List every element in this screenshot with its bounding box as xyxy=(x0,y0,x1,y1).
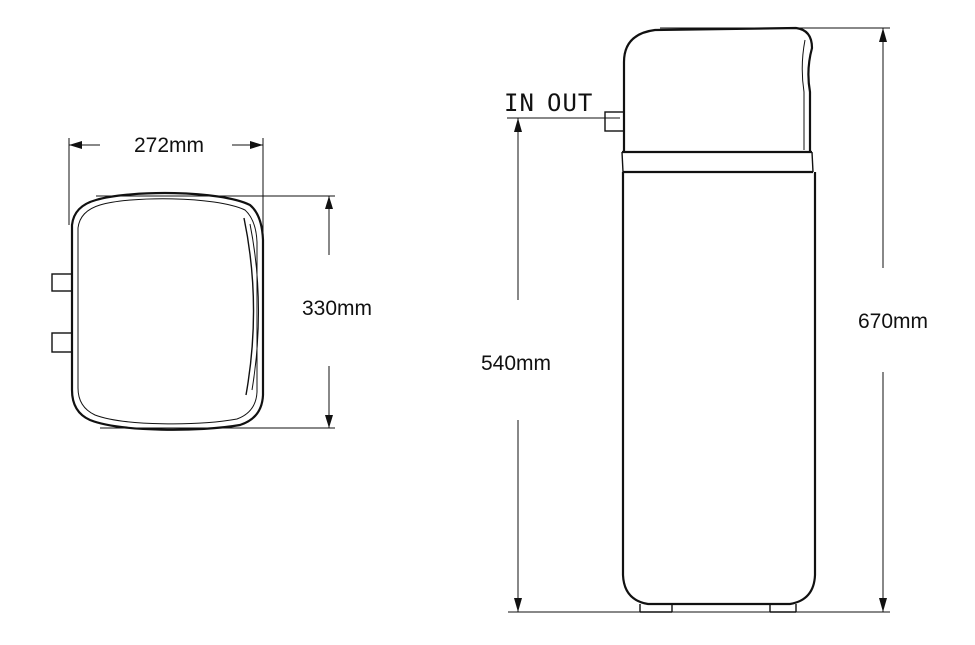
top-view: 272mm 330mm xyxy=(51,134,372,431)
top-view-body-outline xyxy=(70,191,265,431)
side-view-port-connector xyxy=(604,98,625,132)
port-labels: IN OUT xyxy=(504,89,620,119)
out-port-label: OUT xyxy=(547,89,593,117)
body-height-label: 540mm xyxy=(481,352,551,375)
depth-dimension: 330mm xyxy=(96,195,372,429)
side-view: IN OUT 540mm 670mm xyxy=(481,26,928,613)
top-view-outlet-port xyxy=(51,332,73,353)
top-view-inlet-port xyxy=(51,273,73,292)
top-view-shell-curve xyxy=(243,217,255,396)
depth-dimension-label: 330mm xyxy=(302,297,372,320)
side-view-head-edge xyxy=(801,39,806,150)
width-dimension-label: 272mm xyxy=(134,134,204,157)
body-height-dimension: 540mm xyxy=(481,118,890,613)
total-height-dimension: 670mm xyxy=(660,27,928,612)
top-view-shell-curve-inner xyxy=(249,223,260,391)
total-height-label: 670mm xyxy=(858,310,928,333)
side-view-feet xyxy=(639,604,797,613)
side-view-collar xyxy=(621,150,814,174)
width-dimension: 272mm xyxy=(68,134,264,240)
top-view-inner-rim xyxy=(77,198,258,425)
side-view-tank xyxy=(621,172,817,606)
side-view-head xyxy=(622,26,814,152)
in-port-label: IN xyxy=(504,89,535,117)
